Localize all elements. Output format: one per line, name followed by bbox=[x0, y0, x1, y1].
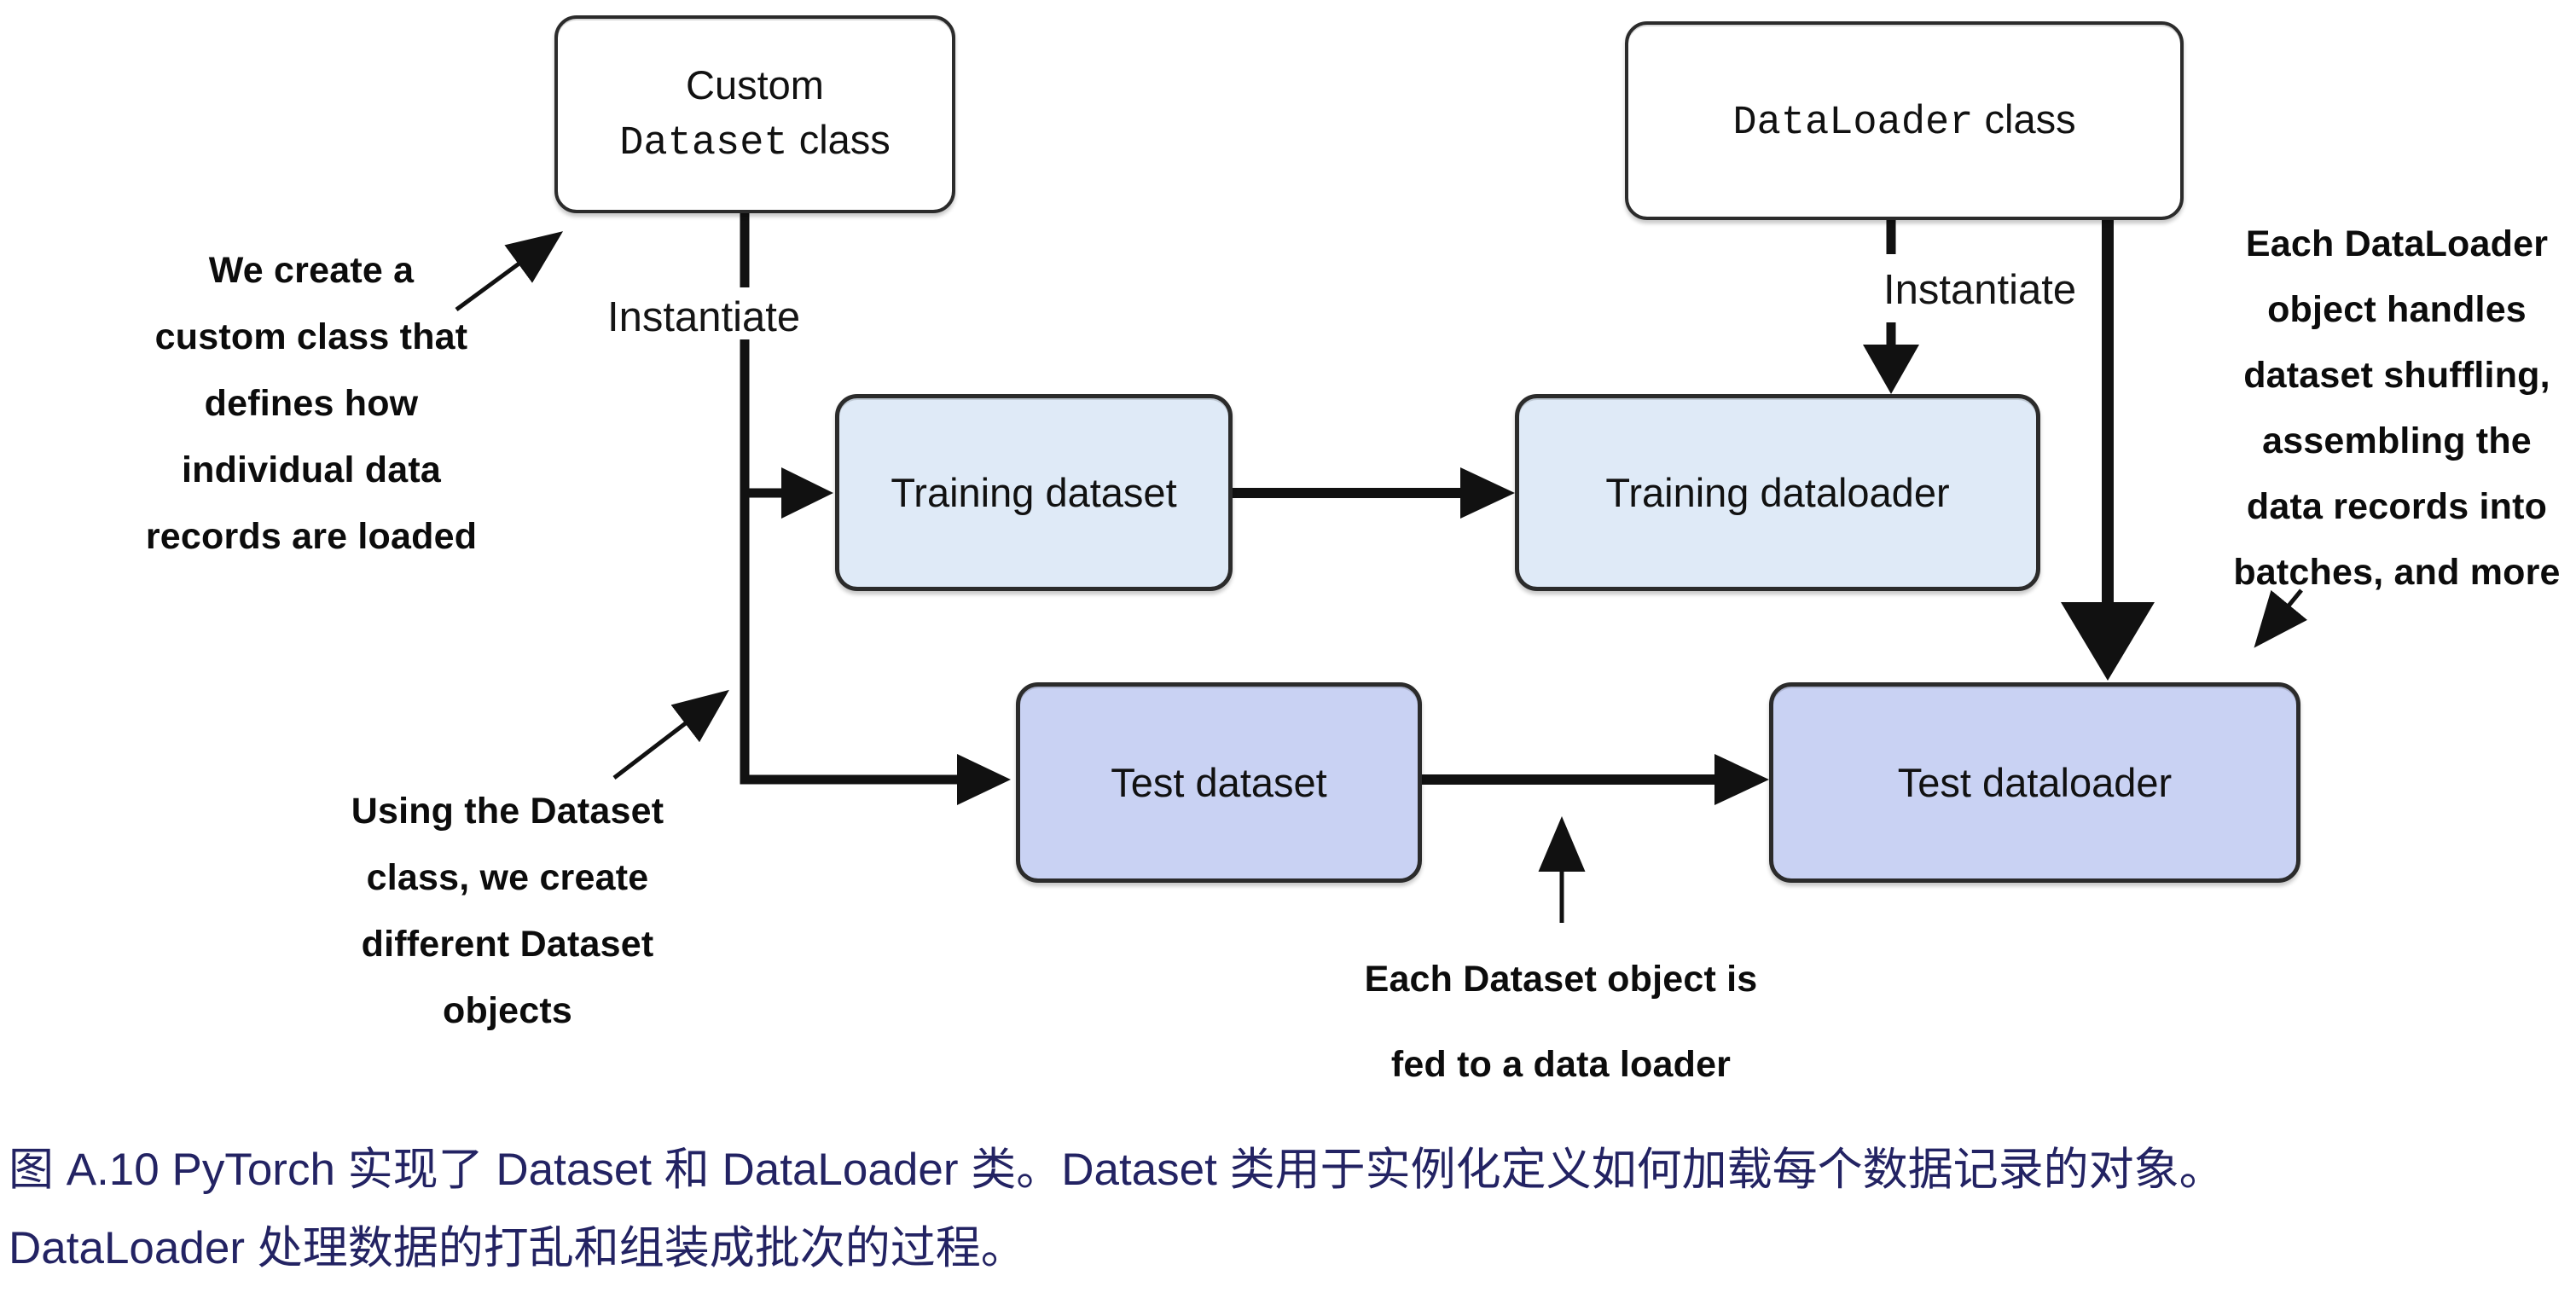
edge-label-instantiate-left: Instantiate bbox=[607, 294, 801, 340]
figure-caption: 图 A.10 PyTorch 实现了 Dataset 和 DataLoader … bbox=[9, 1131, 2567, 1288]
arrowhead-instantiate-right bbox=[1863, 345, 1919, 394]
node-custom-line2: Dataset class bbox=[619, 116, 891, 166]
annotation-dataloader-handles: Each DataLoader object handles dataset s… bbox=[2233, 223, 2561, 593]
annotation-dataset-objects: Using the Dataset class, we create diffe… bbox=[351, 791, 664, 1031]
node-custom-line1: Custom bbox=[686, 62, 824, 108]
node-test-dataloader-label: Test dataloader bbox=[1897, 760, 2173, 805]
arrowhead-big-into-test-dataloader bbox=[2061, 602, 2155, 681]
annotation-arrow-dataset-objects bbox=[612, 689, 729, 780]
arrowhead-into-training-dataloader bbox=[1460, 467, 1515, 519]
arrowhead-into-test-dataloader bbox=[1714, 754, 1769, 805]
annotation-arrow-dataloader-handles bbox=[2254, 589, 2307, 648]
node-training-dataset-label: Training dataset bbox=[891, 470, 1177, 515]
figure-caption-line2: DataLoader 处理数据的打乱和组装成批次的过程。 bbox=[9, 1223, 1026, 1273]
edge-custom-down-elbow bbox=[740, 339, 960, 785]
node-dataloader-label: DataLoader class bbox=[1732, 96, 2076, 146]
edge-label-instantiate-right: Instantiate bbox=[1883, 267, 2077, 313]
node-training-dataset: Training dataset bbox=[835, 394, 1233, 591]
arrowhead-into-training-dataset bbox=[781, 467, 833, 519]
node-test-dataset: Test dataset bbox=[1016, 682, 1422, 883]
annotation-custom-class: We create a custom class that defines ho… bbox=[145, 250, 478, 557]
annotation-arrow-custom-class bbox=[455, 231, 564, 312]
annotation-fed-to-loader: Each Dataset object is fed to a data loa… bbox=[1364, 959, 1758, 1085]
node-test-dataset-label: Test dataset bbox=[1111, 760, 1327, 805]
node-training-dataloader-label: Training dataloader bbox=[1605, 470, 1950, 515]
node-dataloader-class: DataLoader class bbox=[1625, 21, 2184, 220]
figure-caption-line1: 图 A.10 PyTorch 实现了 Dataset 和 DataLoader … bbox=[9, 1145, 2225, 1195]
node-training-dataloader: Training dataloader bbox=[1515, 394, 2040, 591]
node-test-dataloader: Test dataloader bbox=[1769, 682, 2300, 883]
node-custom-dataset-class: Custom Dataset class bbox=[554, 15, 955, 213]
arrowhead-into-test-dataset bbox=[957, 754, 1011, 805]
